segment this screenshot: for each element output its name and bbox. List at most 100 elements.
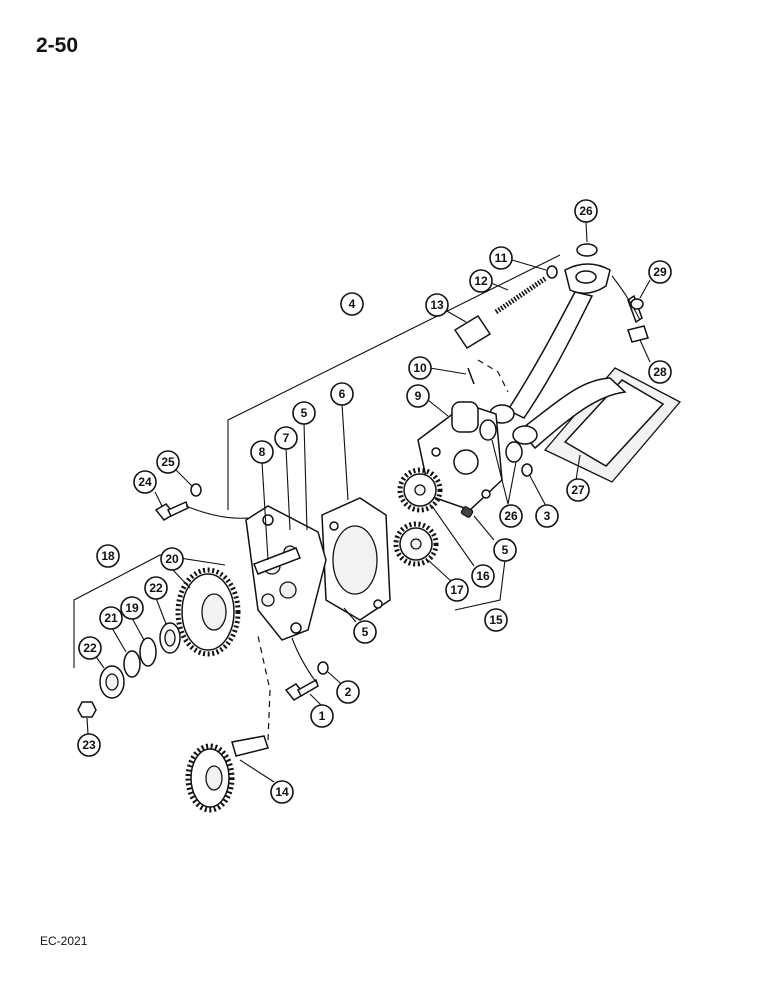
assembly-line [611, 275, 641, 321]
assembly-line [257, 635, 271, 741]
driven-gear-part [393, 521, 439, 567]
pickup-tube-part [489, 263, 682, 483]
callout-18: 18 [96, 544, 120, 568]
svg-text:28: 28 [653, 365, 667, 379]
callout-22: 22 [78, 636, 102, 660]
svg-text:25: 25 [161, 455, 175, 469]
leader-line [239, 759, 275, 783]
leader-line [171, 568, 191, 589]
callout-7: 7 [274, 426, 298, 450]
leader-line [529, 475, 547, 507]
callout-29: 29 [648, 260, 672, 284]
callout-10: 10 [408, 356, 432, 380]
callout-26: 26 [574, 199, 598, 223]
svg-text:19: 19 [125, 601, 139, 615]
svg-text:5: 5 [362, 625, 369, 639]
leader-line [175, 469, 193, 487]
leader-line [473, 515, 495, 541]
callout-11: 11 [489, 246, 513, 270]
leader-line [491, 439, 509, 505]
callout-5: 5 [493, 538, 517, 562]
callout-23: 23 [77, 733, 101, 757]
leader-line [427, 559, 453, 583]
assembly-line [185, 505, 249, 519]
leader-line [444, 309, 467, 323]
callout-22: 22 [144, 576, 168, 600]
callout-12: 12 [469, 269, 493, 293]
svg-text:5: 5 [502, 543, 509, 557]
callout-16: 16 [471, 564, 495, 588]
leader-line [490, 282, 509, 291]
svg-text:7: 7 [283, 431, 290, 445]
leader-line [154, 491, 163, 507]
callout-3: 3 [535, 504, 559, 528]
callout-25: 25 [156, 450, 180, 474]
leader-line [575, 454, 581, 481]
svg-text:27: 27 [571, 483, 585, 497]
svg-text:3: 3 [544, 509, 551, 523]
leader-line [285, 447, 291, 531]
leader-line [639, 279, 651, 299]
thrust-washer-part [123, 650, 141, 678]
idler-gear-part [175, 567, 241, 657]
svg-text:14: 14 [275, 785, 289, 799]
svg-text:24: 24 [138, 475, 152, 489]
svg-text:4: 4 [349, 297, 356, 311]
svg-text:8: 8 [259, 445, 266, 459]
page-number: 2-50 [36, 34, 79, 57]
washer-part [546, 265, 558, 279]
callout-27: 27 [566, 478, 590, 502]
svg-text:1: 1 [319, 709, 326, 723]
svg-text:26: 26 [504, 509, 518, 523]
svg-text:21: 21 [104, 611, 118, 625]
spacer-part [139, 637, 157, 667]
leader-line [427, 399, 449, 417]
svg-text:9: 9 [415, 389, 422, 403]
bracket-4 [227, 254, 561, 510]
svg-text:5: 5 [301, 406, 308, 420]
leader-line [303, 422, 308, 531]
leader-line [309, 693, 323, 707]
relief-spring-part [494, 275, 548, 315]
lock-washer-part [521, 463, 533, 477]
svg-text:16: 16 [476, 569, 490, 583]
callout-6: 6 [330, 382, 354, 406]
svg-text:29: 29 [653, 265, 667, 279]
svg-text:6: 6 [339, 387, 346, 401]
svg-text:15: 15 [489, 613, 503, 627]
o-ring-part [479, 419, 497, 441]
svg-text:13: 13 [430, 298, 444, 312]
callout-17: 17 [445, 578, 469, 602]
callout-28: 28 [648, 360, 672, 384]
bearing-part-inner [105, 673, 119, 691]
dowel-part [460, 506, 474, 518]
callout-2: 2 [336, 680, 360, 704]
document-code: EC-2021 [40, 934, 88, 948]
leader-line [639, 339, 651, 363]
shaft-part [253, 547, 301, 575]
lock-washer-part [317, 661, 329, 675]
relief-plunger-part [453, 314, 492, 350]
leader-line [511, 259, 547, 271]
leader-line [86, 717, 89, 735]
leader-line [585, 221, 588, 243]
svg-text:20: 20 [165, 552, 179, 566]
bracket-18 [73, 554, 226, 668]
callout-26: 26 [499, 504, 523, 528]
leader-line [155, 597, 167, 625]
leader-line [341, 403, 349, 501]
leader-line [261, 461, 269, 561]
assembly-line [477, 359, 509, 393]
svg-text:12: 12 [474, 274, 488, 288]
callout-19: 19 [120, 596, 144, 620]
callout-15: 15 [484, 608, 508, 632]
callout-5: 5 [292, 401, 316, 425]
svg-text:18: 18 [101, 549, 115, 563]
leader-line [111, 627, 127, 653]
callout-5: 5 [353, 620, 377, 644]
svg-text:26: 26 [579, 204, 593, 218]
svg-text:22: 22 [149, 581, 163, 595]
leader-line [431, 505, 475, 567]
bolt-part [284, 678, 319, 701]
bearing-part-inner [164, 629, 176, 647]
